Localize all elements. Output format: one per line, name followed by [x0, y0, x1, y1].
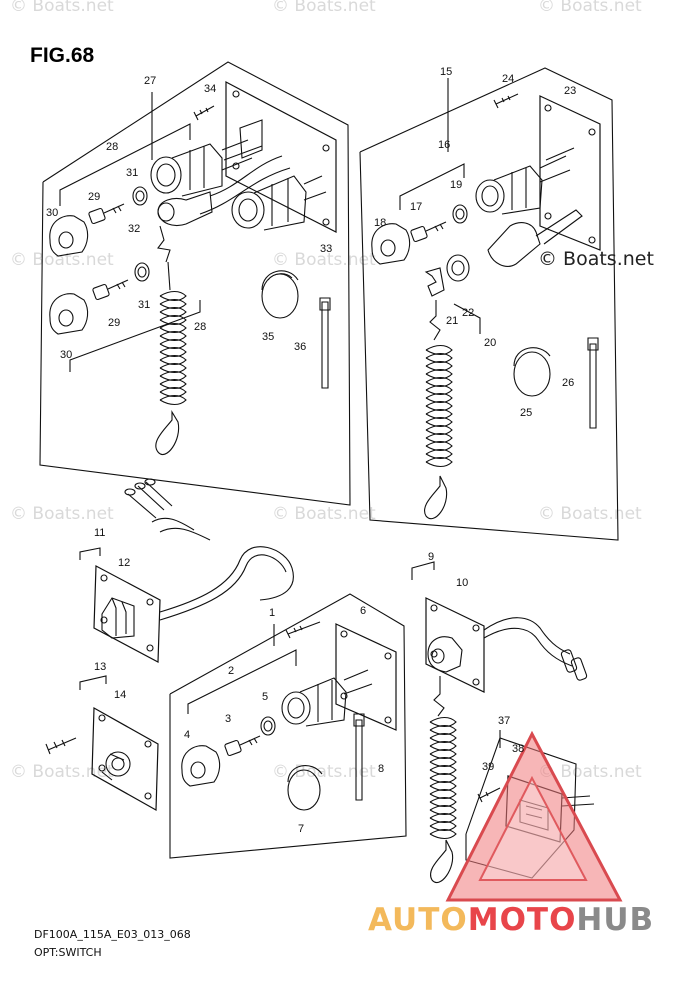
figure-code: DF100A_115A_E03_013_068 [34, 928, 191, 941]
part-number-label: 32 [128, 223, 140, 235]
kit-15-group [359, 67, 619, 541]
watermark: © Boats.net [272, 0, 376, 16]
part-number-label: 21 [446, 315, 458, 327]
part-number-label: 9 [428, 551, 434, 563]
part-number-label: 29 [88, 191, 100, 203]
part-number-label: 13 [94, 661, 106, 673]
part-number-label: 2 [228, 665, 234, 677]
watermark: © Boats.net [538, 0, 642, 16]
part-number-label: 11 [94, 527, 105, 539]
item-13-group [45, 675, 159, 812]
part-number-label: 33 [320, 243, 332, 255]
brand-part-3: HUB [576, 902, 655, 938]
part-number-label: 30 [60, 349, 72, 361]
watermark: © Boats.net [10, 762, 114, 782]
part-number-label: 14 [114, 689, 126, 701]
part-number-label: 12 [118, 557, 130, 569]
part-number-label: 36 [294, 341, 306, 353]
brand-logo-text: AUTOMOTOHUB [368, 902, 654, 938]
part-number-label: 35 [262, 331, 274, 343]
watermark: © Boats.net [10, 0, 114, 16]
part-number-label: 1 [269, 607, 275, 619]
part-number-label: 17 [410, 201, 422, 213]
watermark-highlight: © Boats.net [538, 248, 654, 270]
part-number-label: 34 [204, 83, 216, 95]
kit-1-group [169, 593, 407, 859]
part-number-label: 23 [564, 85, 576, 97]
part-number-label: 8 [378, 763, 384, 775]
part-number-label: 28 [194, 321, 206, 333]
part-number-label: 31 [138, 299, 150, 311]
part-number-label: 4 [184, 729, 190, 741]
item-9-group [411, 561, 588, 883]
figure-caption: OPT:SWITCH [34, 946, 102, 959]
part-number-label: 30 [46, 207, 58, 219]
brand-part-2: MOTO [467, 902, 577, 938]
part-number-label: 28 [106, 141, 118, 153]
part-number-label: 25 [520, 407, 532, 419]
watermark: © Boats.net [10, 250, 114, 270]
brand-part-1: AUTO [368, 902, 468, 938]
part-number-label: 38 [512, 743, 524, 755]
part-number-label: 18 [374, 217, 386, 229]
part-number-label: 7 [298, 823, 304, 835]
watermark: © Boats.net [538, 762, 642, 782]
part-number-label: 37 [498, 715, 510, 727]
kit-27-group [39, 61, 351, 506]
part-number-label: 39 [482, 761, 494, 773]
figure-title: FIG.68 [30, 44, 95, 67]
part-number-label: 26 [562, 377, 574, 389]
part-number-label: 16 [438, 139, 450, 151]
part-number-label: 15 [440, 66, 452, 78]
part-number-label: 27 [144, 75, 156, 87]
watermark: © Boats.net [272, 504, 376, 524]
part-number-label: 22 [462, 307, 474, 319]
part-number-label: 10 [456, 577, 468, 589]
part-number-label: 6 [360, 605, 366, 617]
part-number-labels: 1 2 3 4 5 6 7 8 9 10 11 12 13 14 15 16 1… [46, 66, 576, 835]
part-number-label: 31 [126, 167, 138, 179]
part-number-label: 24 [502, 73, 514, 85]
item-11-group [79, 478, 294, 663]
part-number-label: 3 [225, 713, 231, 725]
part-number-label: 20 [484, 337, 496, 349]
watermark: © Boats.net [272, 250, 376, 270]
watermark: © Boats.net [10, 504, 114, 524]
part-number-label: 19 [450, 179, 462, 191]
part-number-label: 29 [108, 317, 120, 329]
watermark: © Boats.net [538, 504, 642, 524]
brand-triangle-logo [445, 730, 623, 902]
part-number-label: 5 [262, 691, 268, 703]
